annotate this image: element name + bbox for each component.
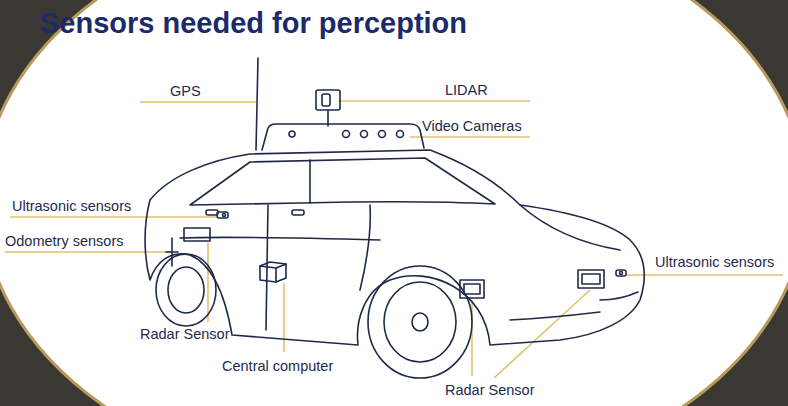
slide-title: Sensors needed for perception xyxy=(40,6,467,40)
sensor-label: Odometry sensors xyxy=(5,233,123,250)
sensor-label: Ultrasonic sensors xyxy=(655,254,774,271)
sensor-label: GPS xyxy=(170,83,201,100)
sensor-label: LIDAR xyxy=(445,82,488,99)
sensor-label: Video Cameras xyxy=(422,118,522,135)
sensor-label: Ultrasonic sensors xyxy=(12,198,131,215)
sensor-label: Radar Sensor xyxy=(140,326,229,343)
sensor-label: Central computer xyxy=(222,358,333,375)
sensor-label: Radar Sensor xyxy=(445,382,534,399)
